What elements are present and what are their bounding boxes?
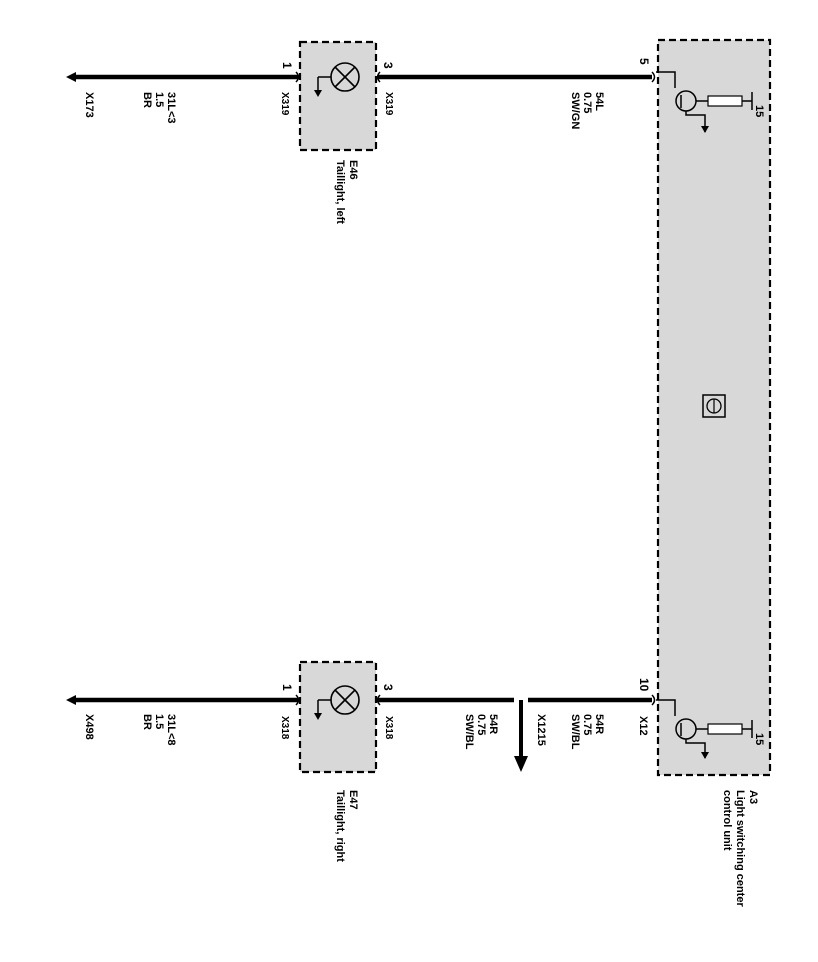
wire-54R-b-color: SW/BL bbox=[463, 714, 475, 750]
lamp-right-connector-out: X318 bbox=[279, 716, 290, 740]
taillight-right-box bbox=[298, 660, 378, 774]
lamp-right-name: Taillight, right bbox=[334, 790, 346, 862]
control-unit-symbol-icon bbox=[702, 394, 726, 418]
wire-31L8-color: BR bbox=[141, 714, 153, 730]
wire-31L3-color: BR bbox=[141, 92, 153, 108]
ground-right-icon bbox=[66, 695, 76, 705]
cu-ground-label-right: 15 bbox=[753, 733, 765, 745]
cu-name-line2: control unit bbox=[721, 790, 733, 851]
wire-31L3-circuit: 31L<3 bbox=[165, 92, 177, 124]
lamp-right-connector-in: X318 bbox=[383, 716, 394, 740]
wire-54L-circuit: 54L bbox=[593, 92, 605, 111]
lamp-right-id: E47 bbox=[347, 790, 359, 810]
wire-54R-b-size: 0.75 bbox=[475, 714, 487, 735]
lamp-left-pin-out: 1 bbox=[280, 62, 294, 69]
wire-54R-a-size: 0.75 bbox=[581, 714, 593, 735]
taillight-left-box bbox=[298, 40, 378, 152]
wire-54R-b-circuit: 54R bbox=[487, 714, 499, 734]
splice-label: X1215 bbox=[535, 714, 547, 746]
lamp-left-pin-in: 3 bbox=[381, 62, 395, 69]
transistor-circuit-left-icon bbox=[656, 71, 753, 133]
cu-connector-right: X12 bbox=[637, 716, 649, 736]
cu-ground-label-left: 15 bbox=[753, 105, 765, 117]
lamp-left-connector-out: X319 bbox=[279, 92, 290, 116]
ground-right-label: X498 bbox=[83, 714, 95, 740]
cu-pin-left: 5 bbox=[637, 58, 651, 65]
wire-54L-color: SW/GN bbox=[569, 92, 581, 129]
lamp-left-id: E46 bbox=[347, 160, 359, 180]
wire-54L-size: 0.75 bbox=[581, 92, 593, 113]
wire-54R-a-circuit: 54R bbox=[593, 714, 605, 734]
wire-54R-a-color: SW/BL bbox=[569, 714, 581, 750]
connector-hooks bbox=[295, 71, 656, 706]
splice-arrow-icon bbox=[514, 697, 528, 772]
lamp-left-connector-in: X319 bbox=[383, 92, 394, 116]
cu-pin-right: 10 bbox=[637, 678, 651, 692]
ground-left-label: X173 bbox=[83, 92, 95, 118]
lamp-left-name: Taillight, left bbox=[334, 160, 346, 224]
wire-31L3-size: 1.5 bbox=[153, 92, 165, 107]
transistor-circuit-right-icon bbox=[656, 699, 753, 759]
cu-name-line1: Light switching center bbox=[734, 790, 746, 907]
lamp-right-pin-in: 3 bbox=[381, 684, 395, 691]
lamp-right-pin-out: 1 bbox=[280, 684, 294, 691]
ground-left-icon bbox=[66, 72, 76, 82]
wire-31L8-circuit: 31L<8 bbox=[165, 714, 177, 746]
cu-id: A3 bbox=[747, 790, 759, 804]
lamp-left-icon bbox=[314, 62, 360, 97]
wire-31L8-size: 1.5 bbox=[153, 714, 165, 729]
lamp-right-icon bbox=[314, 685, 360, 720]
